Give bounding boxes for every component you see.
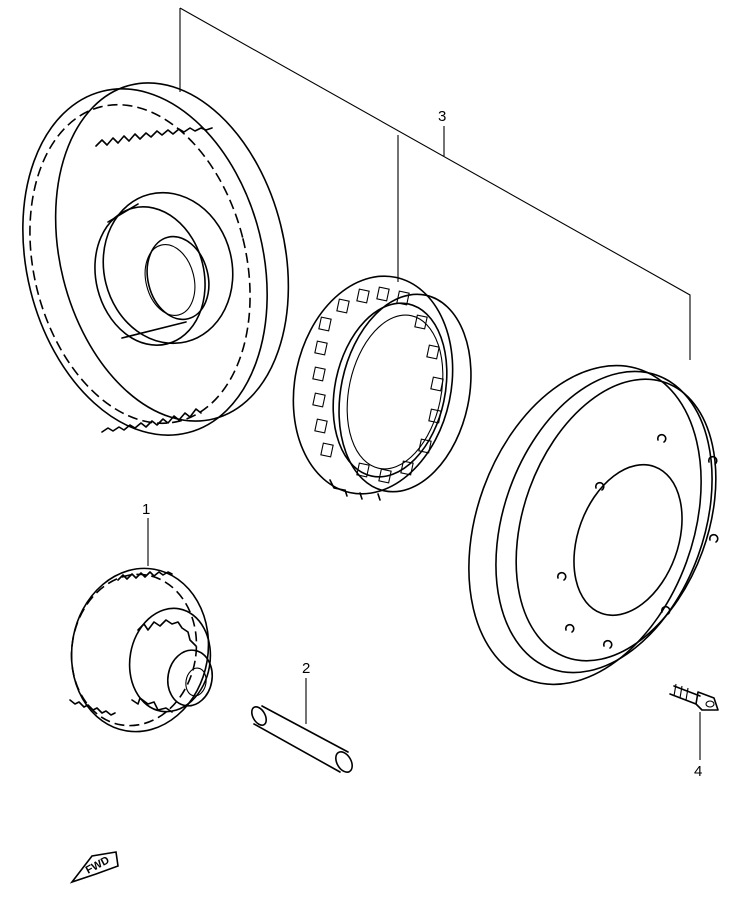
idle-gear-shaft: [250, 705, 353, 773]
callout-3-leader: [179, 7, 691, 360]
clutch-bolt: [669, 683, 719, 711]
callout-3: 3: [438, 108, 446, 125]
arrow-left-down-icon: [69, 851, 119, 884]
one-way-clutch: [292, 275, 472, 501]
clutch-housing: [468, 364, 719, 686]
fwd-direction-badge: FWD: [69, 851, 119, 884]
callout-1: 1: [142, 501, 150, 518]
callout-2: 2: [302, 660, 310, 677]
starter-driven-gear: [22, 82, 290, 436]
starter-idle-gear: [69, 567, 214, 733]
callout-4: 4: [694, 763, 702, 780]
